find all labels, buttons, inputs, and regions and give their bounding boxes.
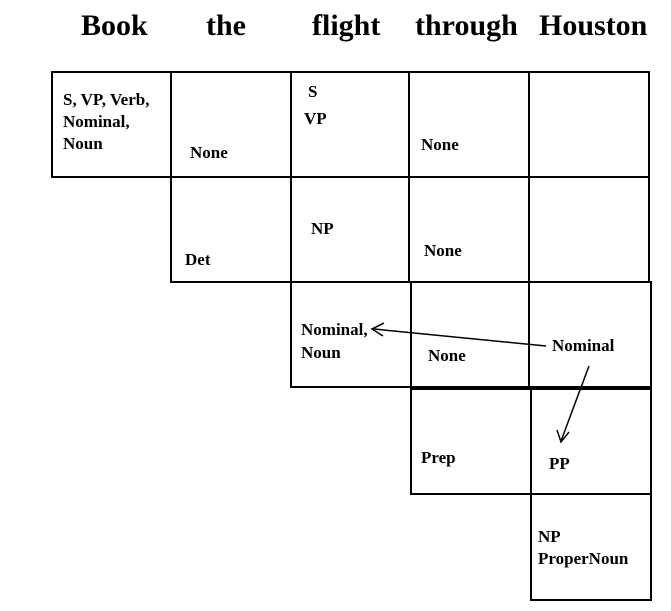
cell-label: None — [424, 241, 462, 260]
cell-2-2: Nominal, Noun — [290, 281, 412, 388]
cell-label: PP — [549, 454, 570, 473]
cell-label: NP — [311, 219, 334, 238]
cell-label: Nominal, — [301, 320, 368, 339]
cell-0-2: S VP — [290, 71, 410, 178]
cell-label: Noun — [63, 134, 103, 153]
cell-2-4: Nominal — [528, 281, 652, 388]
cell-1-1: Det — [170, 176, 292, 283]
word-houston: Houston — [539, 9, 648, 42]
word-flight: flight — [312, 9, 381, 42]
cell-1-2: NP — [290, 176, 410, 283]
cell-4-4: NP ProperNoun — [530, 493, 652, 601]
cell-label: Nominal, — [63, 112, 130, 131]
word-the: the — [206, 9, 246, 42]
cell-label: Prep — [421, 448, 456, 467]
cell-3-3: Prep — [410, 388, 532, 495]
cell-0-4 — [528, 71, 650, 178]
word-through: through — [415, 9, 518, 42]
cell-0-0: S, VP, Verb, Nominal, Noun — [51, 71, 172, 178]
cell-3-4: PP — [530, 388, 652, 495]
cell-label: None — [428, 346, 466, 365]
cell-label: NP — [538, 527, 561, 546]
cell-label: Det — [185, 250, 211, 269]
cell-label: None — [190, 143, 228, 162]
cell-label: S, VP, Verb, — [63, 90, 150, 109]
cell-1-4 — [528, 176, 650, 283]
word-book: Book — [81, 9, 148, 42]
cell-2-3: None — [410, 281, 530, 388]
cell-label: None — [421, 135, 459, 154]
cell-0-3: None — [408, 71, 530, 178]
cell-label: ProperNoun — [538, 549, 629, 568]
cell-label: Nominal — [552, 336, 615, 355]
cell-0-1: None — [170, 71, 292, 178]
cell-label: Noun — [301, 343, 341, 362]
cell-label: VP — [304, 109, 327, 128]
cell-label: S — [308, 82, 318, 101]
cell-1-3: None — [408, 176, 530, 283]
